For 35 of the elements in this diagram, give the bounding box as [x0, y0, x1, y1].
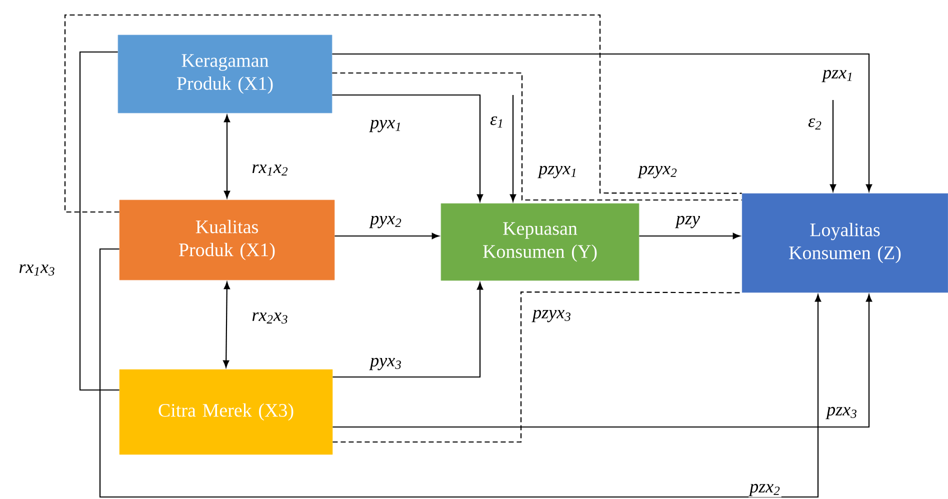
path-line	[79, 51, 120, 391]
arrow	[332, 294, 872, 428]
edge-label: pzyx$_{1}$	[538, 164, 578, 180]
edge-label: rx$_{1}$x$_{3}$	[18, 263, 56, 277]
dashed-path-line	[332, 72, 742, 201]
edge-label: pzx$_{1}$	[822, 68, 854, 84]
edge-label: pyx$_{1}$	[369, 118, 403, 134]
edge-label: pzyx$_{2}$	[638, 164, 678, 180]
variable-box: Loyalitas Konsumen (Z)	[742, 193, 948, 293]
variable-box: Kualitas Produk (X1)	[119, 200, 335, 280]
edge-label: pzx$_{2}$	[748, 482, 782, 498]
edge-label: pyx$_{3}$	[369, 356, 403, 372]
arrow	[332, 94, 484, 202]
arrow	[332, 53, 872, 192]
edge-label: pzyx$_{3}$	[532, 308, 572, 324]
edge-label: pzy	[674, 214, 701, 230]
arrow	[639, 232, 740, 240]
arrow	[510, 95, 516, 202]
variable-box: Citra Merek (X3)	[119, 369, 333, 455]
dashed-path-line	[64, 14, 742, 213]
arrow	[224, 114, 230, 198]
edge-label: ε$_{1}$	[489, 115, 505, 129]
arrow	[332, 282, 484, 378]
dashed-path-line	[332, 291, 742, 443]
variable-box: Kepuasan Konsumen (Y)	[440, 203, 640, 281]
arrow	[223, 282, 230, 368]
edge-label: rx$_{2}$x$_{3}$	[250, 311, 290, 325]
arrow	[99, 248, 822, 498]
edge-label: pyx$_{2}$	[369, 214, 403, 230]
variable-box: Keragaman Produk (X1)	[118, 34, 332, 114]
arrow	[830, 100, 836, 192]
arrow	[334, 232, 440, 240]
edge-label: ε$_{2}$	[807, 117, 823, 131]
edge-label: rx$_{1}$x$_{2}$	[250, 163, 290, 177]
edge-label: pzx$_{3}$	[826, 406, 858, 420]
